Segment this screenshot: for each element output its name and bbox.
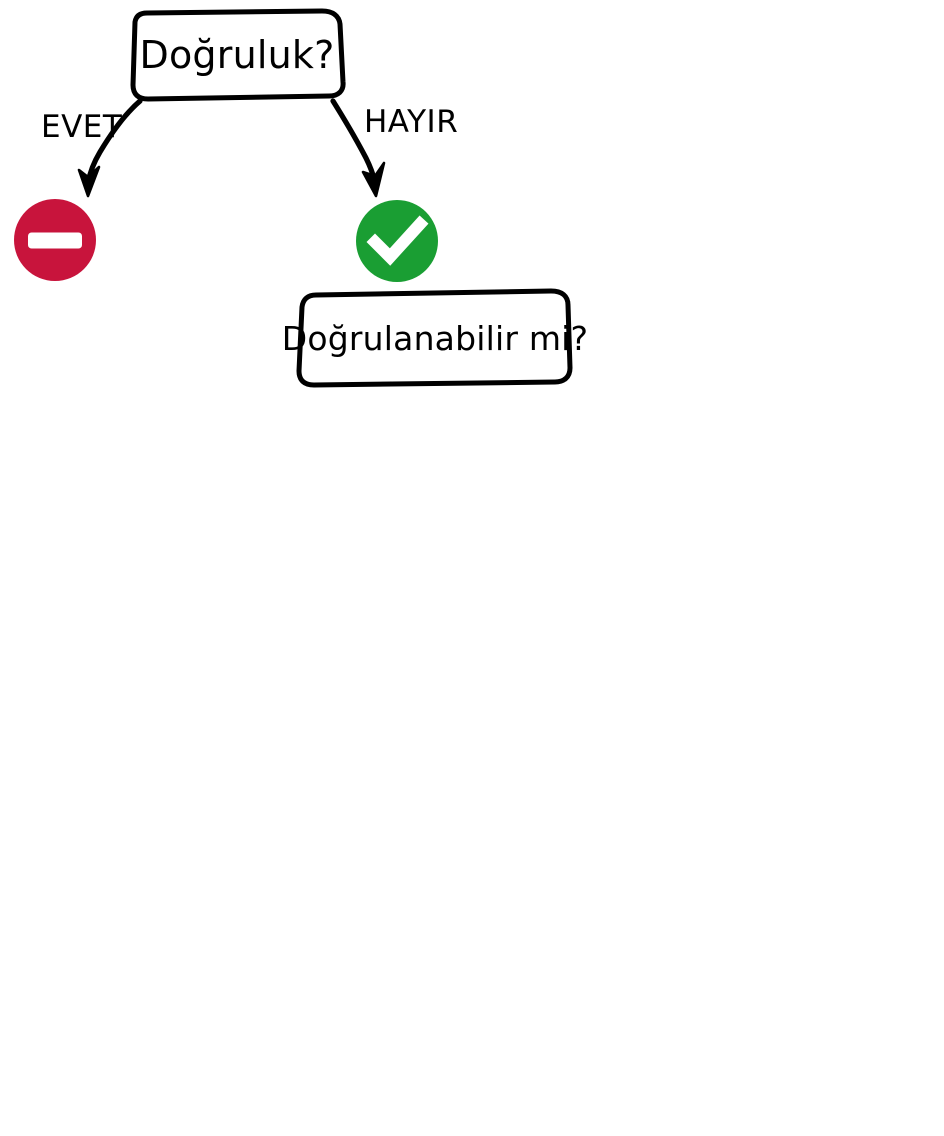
check-circle-icon[interactable]	[356, 200, 438, 282]
no-entry-icon-glyph	[14, 199, 96, 281]
decision-node-verifiable[interactable]: Doğrulanabilir mi?	[281, 288, 589, 388]
decision-node-truth-label: Doğruluk?	[139, 33, 335, 77]
node-border	[130, 8, 346, 102]
no-entry-icon[interactable]	[14, 199, 96, 281]
edge-label-no: HAYIR	[364, 104, 459, 140]
decision-node-verifiable-label: Doğrulanabilir mi?	[281, 318, 589, 358]
edge-label-yes: EVET	[41, 109, 123, 145]
node-border	[296, 288, 573, 388]
check-circle-icon-glyph	[356, 200, 438, 282]
decision-node-truth[interactable]: Doğruluk?	[126, 8, 348, 102]
